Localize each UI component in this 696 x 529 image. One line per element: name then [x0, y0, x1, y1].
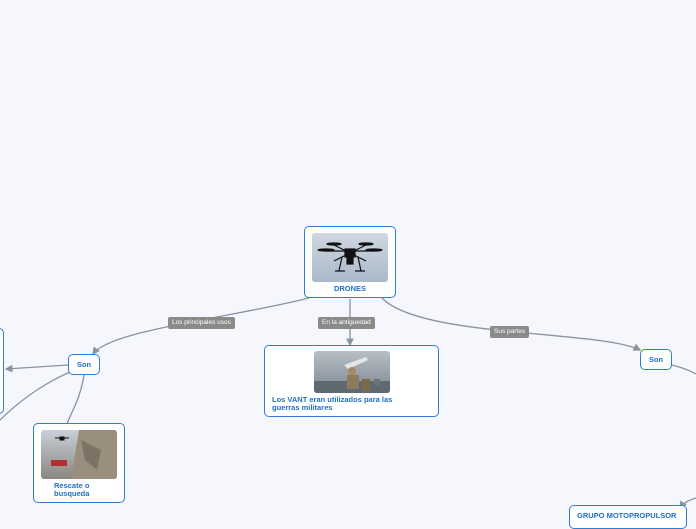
edge-label-parts: Sus partes [490, 326, 530, 338]
son-right-node[interactable]: Son [640, 349, 672, 370]
edge-son-left-rescue [66, 374, 85, 425]
edge-son-left-out [4, 364, 69, 373]
rescue-drone-photo [41, 430, 117, 479]
edge-son-left-down [0, 371, 71, 421]
rescue-node[interactable]: Rescate o busqueda [33, 423, 125, 503]
partial-left-node[interactable] [0, 328, 4, 414]
son-left-label: Son [76, 360, 92, 369]
motor-group-label: GRUPO MOTOPROPULSOR [577, 511, 677, 520]
edge-label-uses: Los principales usos [168, 317, 235, 329]
son-right-label: Son [648, 355, 664, 364]
soldier-launching-drone-photo [314, 351, 390, 393]
drone-photo [312, 233, 388, 282]
antiquity-label: Los VANT eran utilizados para las guerra… [272, 395, 393, 412]
central-node-drones[interactable]: DRONES [304, 226, 396, 298]
antiquity-node[interactable]: Los VANT eran utilizados para las guerra… [264, 345, 439, 417]
soldier-icon [314, 357, 390, 393]
central-label: DRONES [333, 284, 367, 293]
rescue-label: Rescate o busqueda [54, 481, 90, 498]
motor-group-node[interactable]: GRUPO MOTOPROPULSOR [569, 505, 687, 529]
edge-son-right-out [671, 364, 696, 375]
edge-parts [381, 297, 642, 351]
son-left-node[interactable]: Son [68, 354, 100, 375]
edge-label-antiquity: En la antiguedad [318, 317, 375, 329]
rescue-scene-icon [51, 430, 117, 479]
drone-icon [317, 242, 383, 272]
